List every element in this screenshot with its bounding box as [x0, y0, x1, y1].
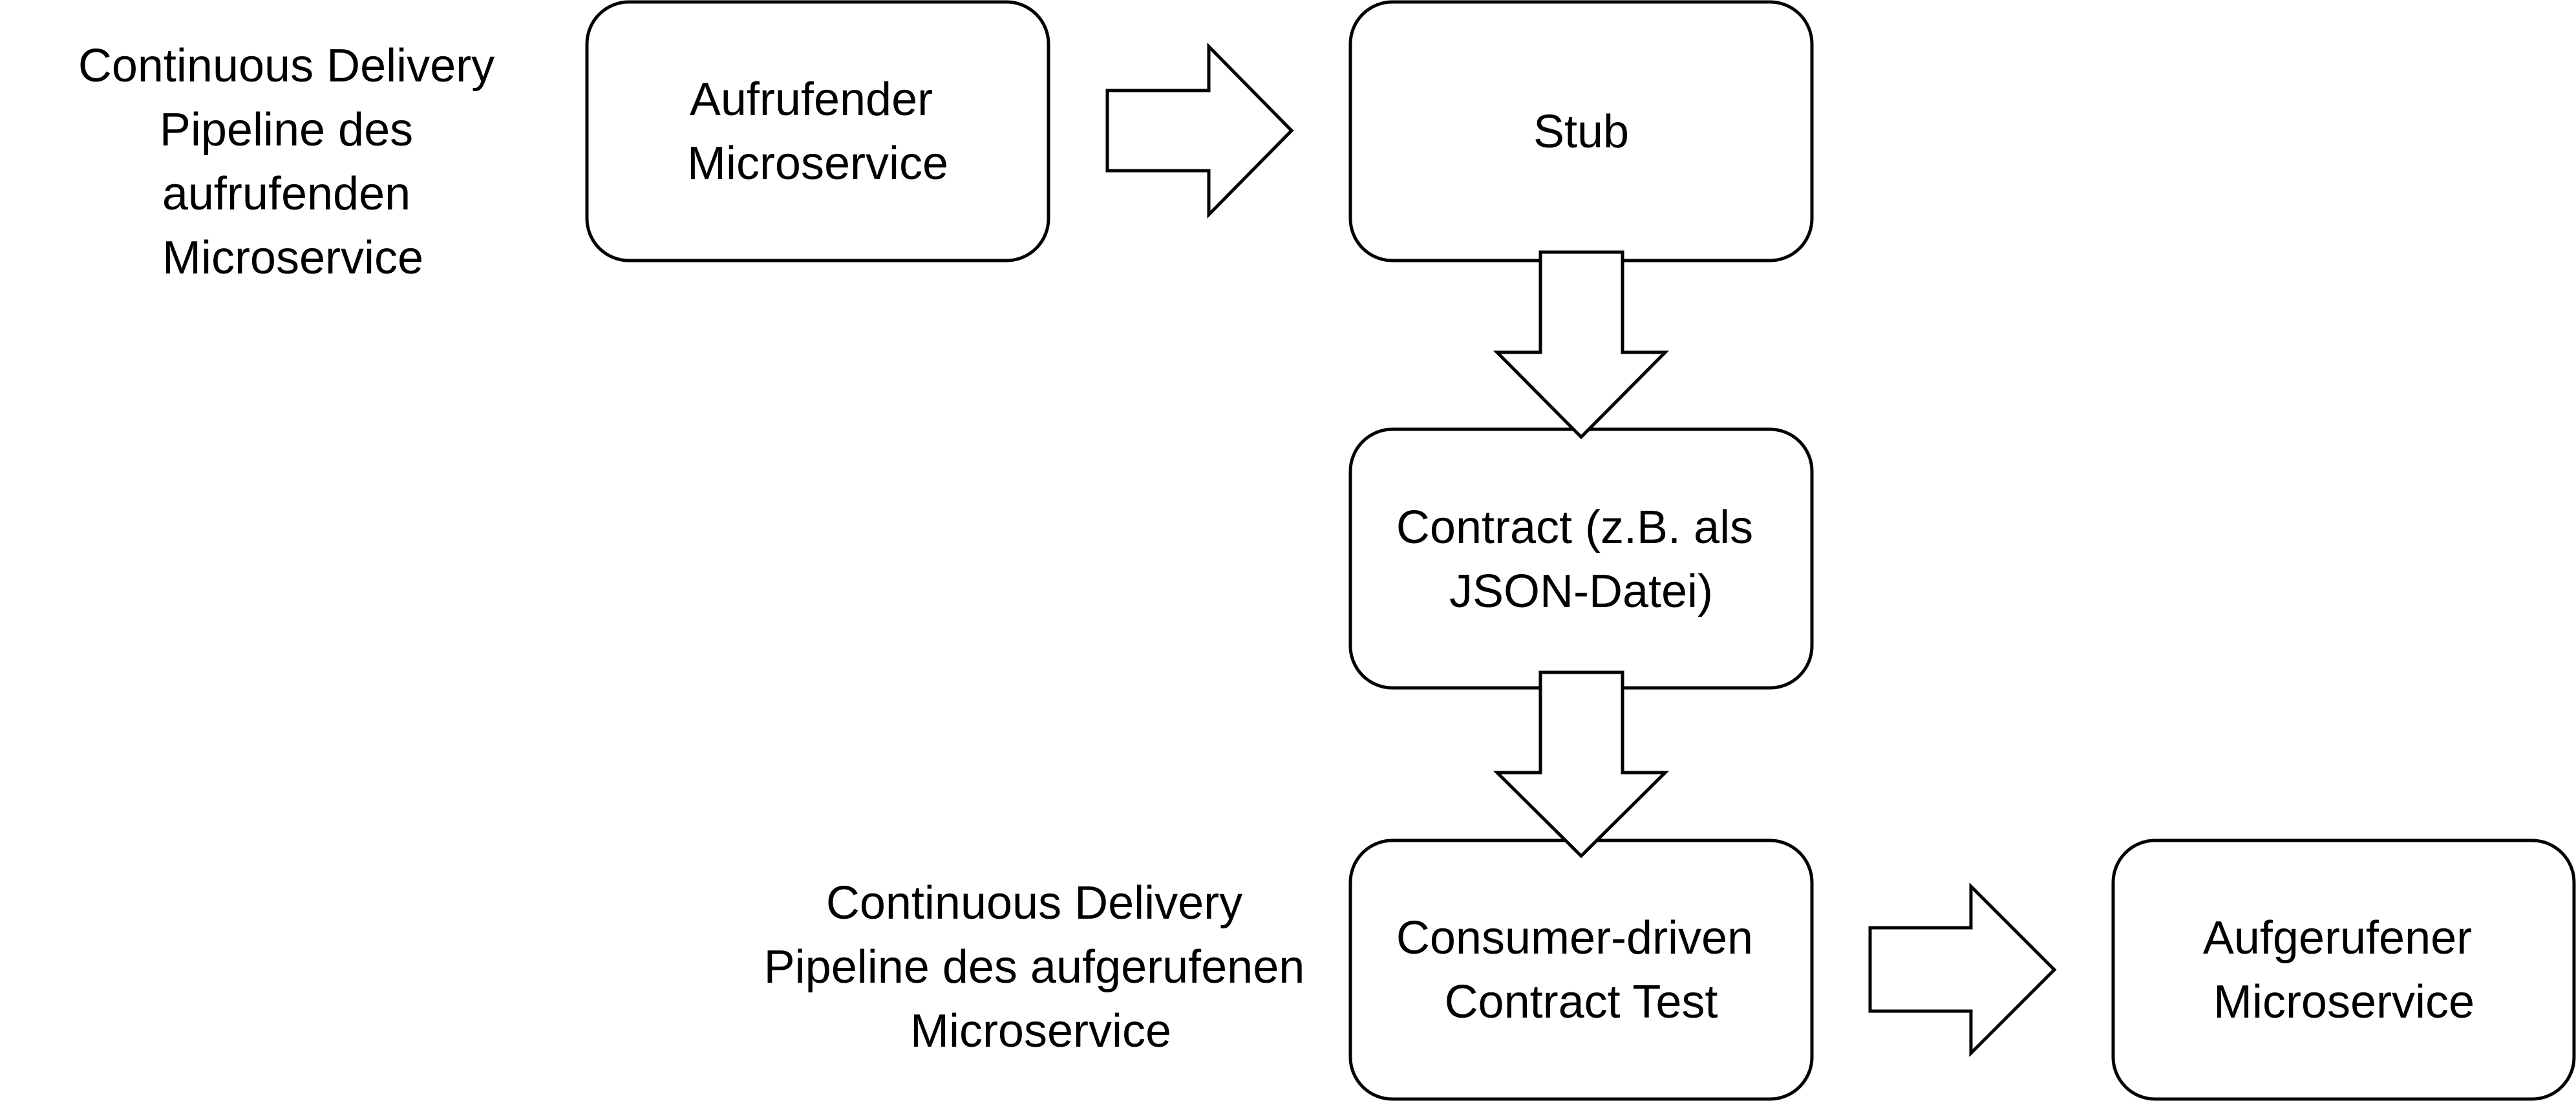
caller-pipeline-label: Continuous Delivery Pipeline des aufrufe…	[78, 40, 507, 284]
contract-box: Contract (z.B. als JSON-Datei)	[1348, 427, 1814, 690]
stub-label: Stub	[1533, 106, 1629, 158]
arrow-test-to-called-service	[1868, 882, 2057, 1058]
contract-test-label: Consumer-driven Contract Test	[1396, 912, 1766, 1028]
arrow-contract-to-test	[1493, 670, 1670, 859]
called-service-label: Aufgerufener Microservice	[2203, 912, 2485, 1028]
contract-test-box: Consumer-driven Contract Test	[1348, 839, 1814, 1101]
calling-service-label: Aufrufender Microservice	[687, 74, 948, 189]
stub-box: Stub	[1348, 0, 1814, 262]
arrow-stub-to-contract	[1493, 250, 1670, 440]
calling-service-box: Aufrufender Microservice	[585, 0, 1050, 262]
arrow-caller-to-stub	[1105, 42, 1294, 219]
called-service-box: Aufgerufener Microservice	[2111, 839, 2576, 1101]
contract-label: Contract (z.B. als JSON-Datei)	[1396, 502, 1766, 617]
called-pipeline-label: Continuous Delivery Pipeline des aufgeru…	[764, 877, 1318, 1057]
